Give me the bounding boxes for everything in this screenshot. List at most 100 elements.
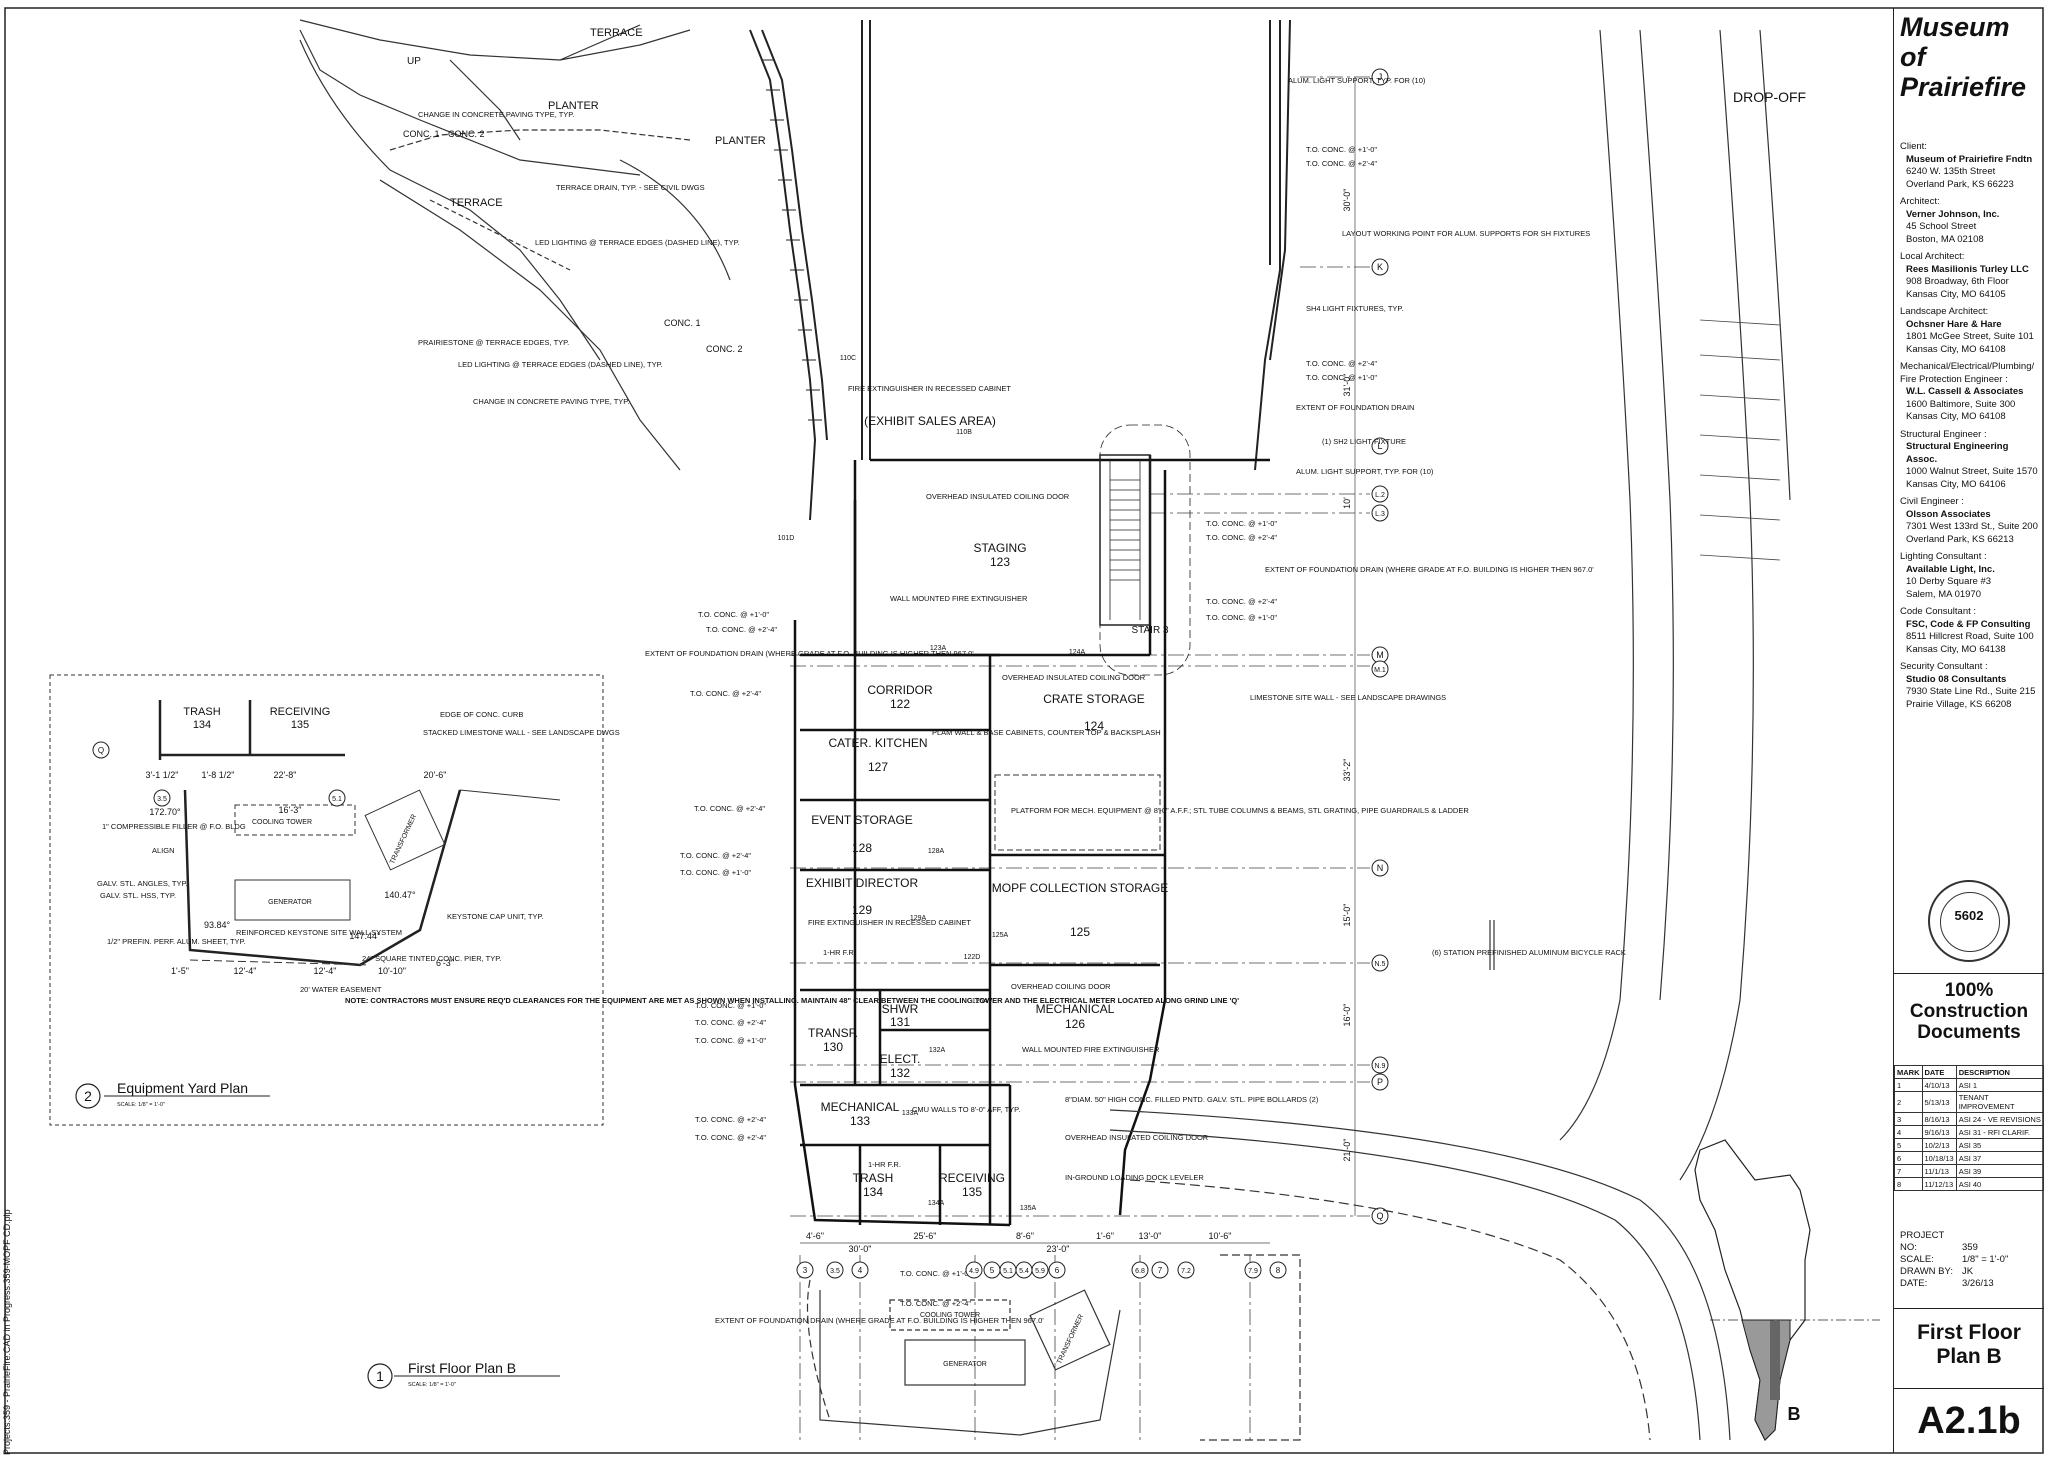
key-plan: B [1694, 1139, 1880, 1442]
svg-text:K: K [1377, 262, 1383, 272]
svg-text:T.O. CONC. @ +2'-4": T.O. CONC. @ +2'-4" [690, 689, 761, 698]
project-info-value: JK [1962, 1266, 1974, 1277]
svg-text:133: 133 [850, 1114, 870, 1128]
svg-text:6'-3": 6'-3" [436, 958, 454, 968]
consultant-address: Kansas City, MO 64138 [1906, 643, 2006, 655]
project-title: Museum of Prairiefire [1900, 12, 2026, 102]
svg-text:REINFORCED KEYSTONE SITE WALL: REINFORCED KEYSTONE SITE WALL SYSTEM [236, 928, 402, 937]
grid-letter-bubbles: J K L L.2 L.3 M M.1 N N.5 N.9 P Q [1371, 68, 1389, 1225]
note-to-conc-4: T.O. CONC. @ +1'-0" [1306, 373, 1377, 382]
grid-bubble: 5.4 [1015, 1261, 1033, 1279]
revision-header: MARK [1894, 1065, 1923, 1079]
consultant-firm: Olsson Associates [1906, 508, 1991, 520]
svg-text:8'-6": 8'-6" [1016, 1231, 1034, 1241]
sheet-title-line: Plan B [1936, 1345, 2002, 1368]
architect-seal: 5602 [1928, 880, 2010, 962]
consultant-role: Local Architect: [1900, 251, 1965, 262]
svg-text:134: 134 [863, 1185, 883, 1199]
exhibit-sales-area: (EXHIBIT SALES AREA) [864, 414, 996, 428]
project-title-line-1: Museum [1900, 12, 2010, 42]
project-info-value: 1/8" = 1'-0" [1962, 1254, 2009, 1265]
svg-text:7.2: 7.2 [1181, 1268, 1191, 1275]
svg-text:127: 127 [868, 760, 888, 774]
svg-text:N.9: N.9 [1375, 1063, 1386, 1070]
sheet-title-line: First Floor [1917, 1321, 2021, 1344]
grid-bubble: 8 [1269, 1261, 1287, 1279]
svg-text:128: 128 [852, 841, 872, 855]
building-notes: FIRE EXTINGUISHER IN RECESSED CABINET OV… [645, 384, 1469, 1325]
note-to-conc-6: T.O. CONC. @ +2'-4" [1206, 533, 1277, 542]
svg-text:16'-3": 16'-3" [279, 805, 302, 815]
revision-date: 4/10/13 [1921, 1078, 1957, 1092]
svg-text:147.44°: 147.44° [349, 931, 381, 941]
svg-text:126: 126 [1065, 1017, 1085, 1031]
note-to-conc-7: T.O. CONC. @ +2'-4" [1206, 597, 1277, 606]
revision-desc: ASI 24 - VE REVISIONS [1955, 1112, 2045, 1126]
consultant-address: Salem, MA 01970 [1906, 588, 1981, 600]
svg-text:10'-10": 10'-10" [378, 966, 406, 976]
revision-mark: 3 [1894, 1112, 1923, 1126]
vertical-dims: 30'-0" 31'-0" 10' 33'-2" 15'-0" 16'-0" 2… [1342, 77, 1356, 1216]
svg-text:126A: 126A [972, 998, 989, 1005]
building-walls [793, 455, 1270, 1227]
svg-text:10': 10' [1342, 497, 1352, 509]
svg-text:125A: 125A [992, 932, 1009, 939]
conc2-label-b: CONC. 2 [706, 344, 743, 354]
grid-bubble: N [1371, 859, 1389, 877]
svg-text:1'-8 1/2": 1'-8 1/2" [202, 770, 235, 780]
svg-text:133A: 133A [902, 1110, 919, 1117]
grid-bubble: 4 [851, 1261, 869, 1279]
note-to-conc-1: T.O. CONC. @ +1'-0" [1306, 145, 1377, 154]
svg-text:2: 2 [84, 1088, 92, 1104]
project-info-row: DRAWN BY:JK [1900, 1266, 2008, 1278]
svg-text:8: 8 [1276, 1266, 1281, 1275]
note-one-hr-2: 1-HR F.R. [868, 1160, 901, 1169]
svg-text:N.5: N.5 [1375, 961, 1386, 968]
grid-bubble: 5.1 [999, 1261, 1017, 1279]
svg-text:CRATE STORAGE: CRATE STORAGE [1043, 692, 1145, 706]
svg-text:13'-0": 13'-0" [1139, 1231, 1162, 1241]
svg-text:10'-6": 10'-6" [1209, 1231, 1232, 1241]
consultant-address: Kansas City, MO 64105 [1906, 288, 2006, 300]
revision-header: DATE [1921, 1065, 1957, 1079]
consultant-address: 8511 Hillcrest Road, Suite 100 [1906, 631, 2034, 642]
conc2-label: CONC. 2 [448, 129, 485, 139]
revision-mark: 4 [1894, 1125, 1923, 1139]
grid-bubble: 6 [1048, 1261, 1066, 1279]
revision-mark: 2 [1894, 1091, 1923, 1113]
consultant-address: Prairie Village, KS 66208 [1906, 698, 2012, 710]
room-elect: ELECT.132 [880, 1052, 921, 1080]
svg-text:COOLING TOWER: COOLING TOWER [920, 1312, 980, 1319]
svg-text:L.3: L.3 [1375, 511, 1385, 518]
svg-text:130: 130 [823, 1040, 843, 1054]
note-to-conc-2: T.O. CONC. @ +2'-4" [1306, 159, 1377, 168]
site-labels: TERRACE PLANTER PLANTER TERRACE UP CONC.… [403, 27, 1806, 354]
svg-text:5.9: 5.9 [1035, 1268, 1045, 1275]
revision-date: 11/1/13 [1921, 1164, 1957, 1178]
svg-text:4'-6": 4'-6" [806, 1231, 824, 1241]
svg-text:T.O. CONC. @ +1'-0": T.O. CONC. @ +1'-0" [900, 1269, 971, 1278]
svg-text:172.70°: 172.70° [149, 807, 181, 817]
revision-date: 5/13/13 [1921, 1091, 1957, 1113]
detail-2-grid: Q 3.5 5.1 [92, 741, 346, 807]
svg-text:T.O. CONC. @ +2'-4": T.O. CONC. @ +2'-4" [695, 1133, 766, 1142]
project-info-row: DATE:3/26/13 [1900, 1278, 2008, 1290]
svg-text:TRASH: TRASH [183, 706, 220, 718]
svg-text:T.O. CONC. @ +1'-0": T.O. CONC. @ +1'-0" [698, 610, 769, 619]
revision-desc: ASI 37 [1955, 1151, 2045, 1165]
note-to-conc-5: T.O. CONC. @ +1'-0" [1206, 519, 1277, 528]
svg-text:EDGE OF CONC. CURB: EDGE OF CONC. CURB [440, 710, 523, 719]
svg-text:T.O. CONC. @ +1'-0": T.O. CONC. @ +1'-0" [695, 1001, 766, 1010]
consultant-firm: Structural Engineering Assoc. [1906, 441, 2009, 465]
consultant-role: Code Consultant : [1900, 606, 1977, 617]
svg-text:3: 3 [803, 1266, 808, 1275]
revision-mark: 6 [1894, 1151, 1923, 1165]
svg-text:1'-6": 1'-6" [1096, 1231, 1114, 1241]
svg-text:RECEIVING: RECEIVING [939, 1171, 1005, 1185]
note-overhead-ins-3: OVERHEAD INSULATED COILING DOOR [1065, 1133, 1209, 1142]
